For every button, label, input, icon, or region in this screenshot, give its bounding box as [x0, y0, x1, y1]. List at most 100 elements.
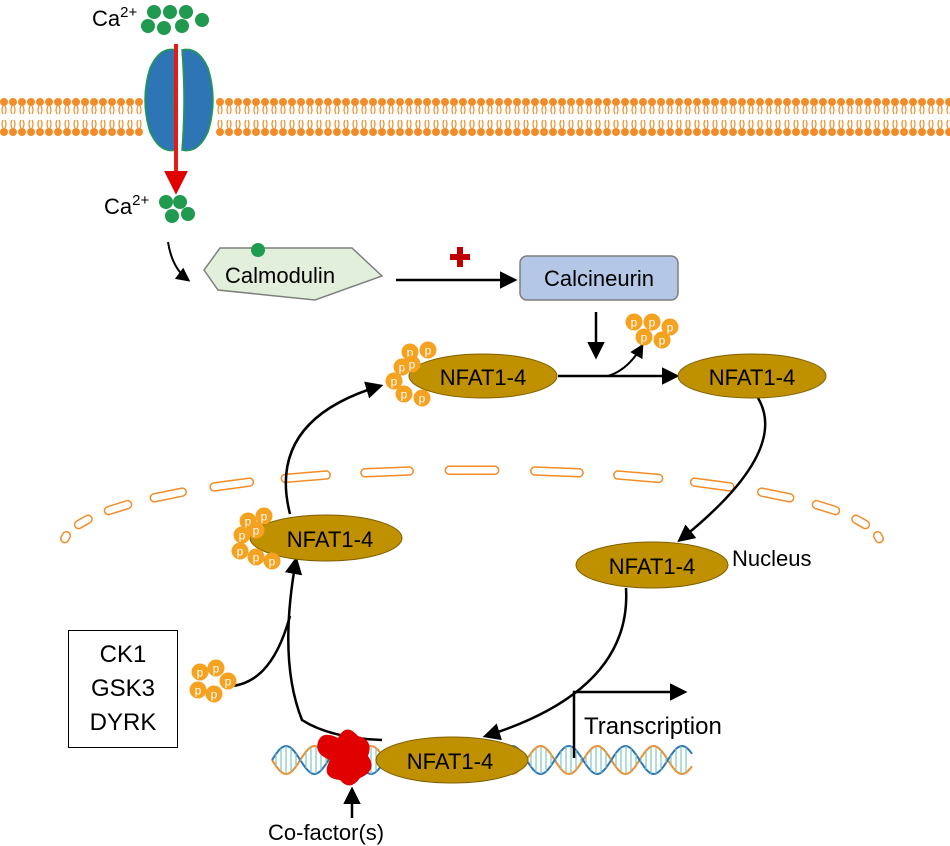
- phosphate-group: [231, 542, 249, 560]
- lipid-head: [648, 98, 656, 106]
- lipid-tail: [109, 105, 115, 129]
- lipid-tail: [757, 105, 763, 129]
- lipid-tail: [388, 105, 394, 129]
- calcium-ion: [157, 21, 171, 35]
- nuclear-import-arrow: [677, 397, 767, 543]
- phosphate-label: p: [225, 675, 232, 689]
- lipid-head: [234, 98, 242, 106]
- lipid-tail: [901, 105, 907, 129]
- calcium-to-calmodulin-arrow: [167, 241, 191, 282]
- lipid-tail: [334, 105, 340, 129]
- lipid-head: [819, 98, 827, 106]
- lipid-tail: [910, 105, 916, 129]
- lipid-head: [414, 128, 422, 136]
- lipid-head: [288, 128, 296, 136]
- lipid-head: [315, 128, 323, 136]
- lipid-tail: [676, 105, 682, 129]
- lipid-head: [684, 98, 692, 106]
- lipid-tail: [37, 105, 43, 129]
- lipid-head: [216, 128, 224, 136]
- lipid-head: [711, 128, 719, 136]
- phosphate-group: [635, 328, 653, 346]
- nuclear-envelope: [59, 465, 885, 544]
- lipid-head: [900, 98, 908, 106]
- lipid-head: [567, 98, 575, 106]
- lipid-head: [801, 98, 809, 106]
- calcium-channel: [144, 48, 214, 152]
- lipid-tail: [496, 105, 502, 129]
- lipid-tail: [802, 105, 808, 129]
- lipid-head: [927, 128, 935, 136]
- lipid-head: [585, 98, 593, 106]
- lipid-head: [513, 98, 521, 106]
- envelope-segment: [149, 487, 187, 503]
- lipid-head: [729, 98, 737, 106]
- phosphate-group: [403, 355, 421, 373]
- phosphate-label: p: [213, 662, 220, 676]
- lipid-tail: [136, 105, 142, 129]
- lipid-head: [54, 98, 62, 106]
- lipid-tail: [262, 105, 268, 129]
- lipid-head: [9, 98, 17, 106]
- lipid-tail: [19, 105, 25, 129]
- lipid-head: [684, 128, 692, 136]
- cofactor-shape: [317, 729, 372, 786]
- lipid-head: [126, 98, 134, 106]
- lipid-head: [855, 128, 863, 136]
- lipid-head: [342, 98, 350, 106]
- lipid-head: [261, 98, 269, 106]
- lipid-tail: [289, 105, 295, 129]
- lipid-head: [783, 128, 791, 136]
- lipid-head: [423, 98, 431, 106]
- calcium-ion: [173, 195, 187, 209]
- lipid-head: [495, 98, 503, 106]
- lipid-tail: [433, 105, 439, 129]
- lipid-head: [261, 128, 269, 136]
- phosphate-group: [207, 659, 225, 677]
- lipid-head: [693, 128, 701, 136]
- lipid-head: [99, 98, 107, 106]
- nfat-label: NFAT1-4: [609, 554, 695, 579]
- lipid-tail: [379, 105, 385, 129]
- phosphate-group: [643, 313, 661, 331]
- lipid-tail: [649, 105, 655, 129]
- lipid-head: [765, 128, 773, 136]
- lipid-head: [405, 98, 413, 106]
- lipid-head: [27, 128, 35, 136]
- lipid-head: [603, 128, 611, 136]
- lipid-tail: [622, 105, 628, 129]
- lipid-head: [225, 98, 233, 106]
- lipid-head: [252, 128, 260, 136]
- envelope-segment: [103, 499, 133, 516]
- kinase-gsk3: GSK3: [90, 675, 156, 702]
- envelope-segment: [360, 466, 414, 478]
- lipid-tail: [928, 105, 934, 129]
- lipid-head: [558, 98, 566, 106]
- lipid-tail: [793, 105, 799, 129]
- lipid-tail: [631, 105, 637, 129]
- lipid-head: [918, 128, 926, 136]
- phosphate-label: p: [261, 510, 268, 524]
- calmodulin-shape: [203, 247, 384, 301]
- lipid-head: [639, 128, 647, 136]
- lipid-head: [774, 128, 782, 136]
- lipid-head: [351, 98, 359, 106]
- kinase-phosphorylation-arrow: [231, 615, 292, 688]
- lipid-tail: [829, 105, 835, 129]
- lipid-head: [477, 98, 485, 106]
- phosphate-group: [661, 318, 679, 336]
- lipid-tail: [397, 105, 403, 129]
- calcineurin-label: Calcineurin: [544, 266, 654, 291]
- lipid-tail: [919, 105, 925, 129]
- lipid-head: [225, 128, 233, 136]
- lipid-head: [531, 128, 539, 136]
- lipid-head: [747, 128, 755, 136]
- lipid-head: [900, 128, 908, 136]
- lipid-tail: [667, 105, 673, 129]
- lipid-head: [396, 98, 404, 106]
- lipid-tail: [865, 105, 871, 129]
- lipid-tail: [775, 105, 781, 129]
- lipid-head: [738, 98, 746, 106]
- lipid-head: [45, 128, 53, 136]
